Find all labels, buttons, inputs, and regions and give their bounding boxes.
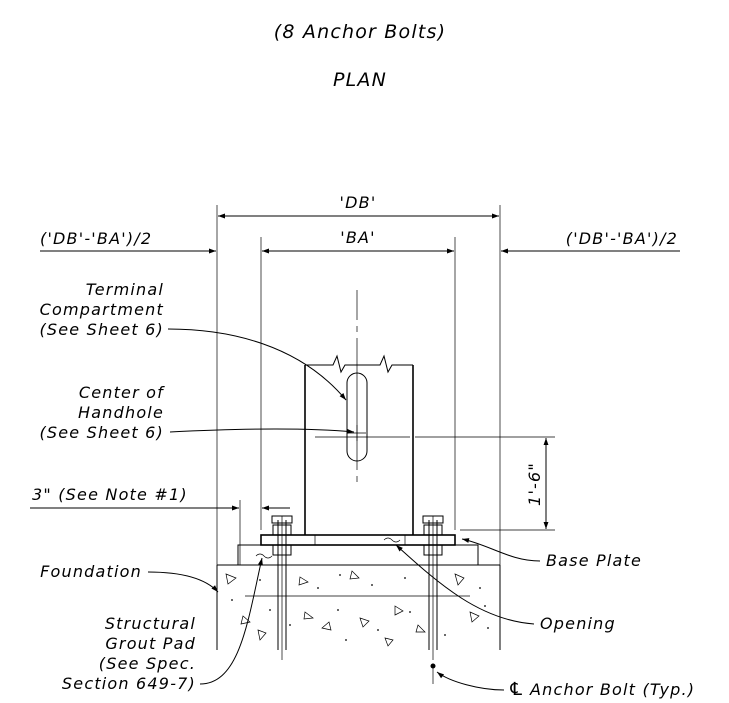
- dimension-db-label: 'DB': [340, 193, 377, 212]
- grout-line-1: Structural: [105, 614, 196, 633]
- callout-grout-pad: Structural Grout Pad (See Spec. Section …: [62, 557, 263, 693]
- terminal-line-1: Terminal: [86, 280, 164, 299]
- dimension-height-label: 1'-6": [525, 462, 544, 506]
- pole: [304, 290, 414, 535]
- dimension-height: 1'-6": [415, 436, 555, 531]
- base-plate: [260, 534, 456, 546]
- callout-foundation: Foundation: [40, 562, 219, 593]
- dimension-three-inch: 3" (See Note #1): [30, 485, 290, 511]
- grout-line-3: (See Spec.: [99, 654, 196, 673]
- foundation-label: Foundation: [40, 562, 142, 581]
- base-plate-label: Base Plate: [546, 551, 642, 570]
- callout-opening: Opening: [395, 544, 616, 633]
- subtitle: (8 Anchor Bolts): [274, 21, 446, 43]
- callout-base-plate: Base Plate: [461, 538, 642, 570]
- grout-line-4: Section 649-7): [62, 674, 196, 693]
- dimension-ba-label: 'BA': [340, 228, 376, 247]
- handhole-line-1: Center of: [79, 383, 165, 402]
- handhole-line-2: Handhole: [78, 403, 164, 422]
- foundation: [216, 564, 501, 650]
- dimension-left-offset: ('DB'-'BA')/2: [40, 229, 216, 254]
- dimension-three-inch-label: 3" (See Note #1): [32, 485, 188, 504]
- callout-terminal-compartment: Terminal Compartment (See Sheet 6): [39, 280, 347, 401]
- dimension-right-offset-label: ('DB'-'BA')/2: [566, 229, 678, 248]
- anchor-bolt-left: [271, 515, 293, 660]
- dimension-db: 'DB': [218, 193, 499, 219]
- extension-lines: [216, 205, 501, 565]
- anchor-bolt-label: Anchor Bolt (Typ.): [529, 680, 695, 699]
- page-title: PLAN: [333, 69, 387, 91]
- callout-handhole: Center of Handhole (See Sheet 6): [39, 383, 355, 442]
- opening-label: Opening: [540, 614, 616, 633]
- dimension-left-offset-label: ('DB'-'BA')/2: [40, 229, 152, 248]
- callout-anchor-bolt: ℄ Anchor Bolt (Typ.): [436, 671, 695, 700]
- anchor-bolt-right: [422, 515, 444, 684]
- centerline-icon: ℄: [508, 679, 525, 700]
- terminal-line-3: (See Sheet 6): [39, 320, 164, 339]
- dimension-ba: 'BA': [262, 228, 454, 254]
- grout-line-2: Grout Pad: [105, 634, 196, 653]
- dimension-right-offset: ('DB'-'BA')/2: [501, 229, 680, 254]
- handhole-line-3: (See Sheet 6): [39, 423, 164, 442]
- terminal-line-2: Compartment: [40, 300, 164, 319]
